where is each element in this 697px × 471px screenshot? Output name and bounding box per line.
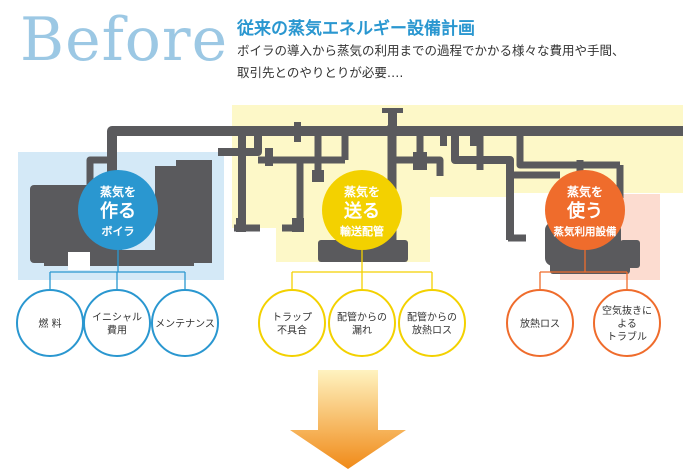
issue-circle bbox=[83, 289, 151, 357]
before-heading: Before bbox=[20, 5, 229, 75]
issue-label: トラップ bbox=[272, 312, 312, 324]
issue-circles: 燃 料イニシャル費用メンテナンストラップ不具合配管からの漏れ配管からの放熱ロス放… bbox=[16, 289, 661, 357]
stage-node-label: 送る bbox=[343, 200, 380, 222]
stage-node-label: 使う bbox=[566, 201, 603, 222]
issue-connectors bbox=[49, 240, 628, 290]
issue-item: 放熱ロス bbox=[506, 289, 574, 357]
stage-node-label: 蒸気利用設備 bbox=[554, 225, 617, 238]
issue-circle bbox=[593, 289, 661, 357]
issue-circle bbox=[258, 289, 326, 357]
issue-circle bbox=[506, 289, 574, 357]
issue-label: 空気抜きに bbox=[602, 304, 652, 317]
issue-label: よる bbox=[617, 318, 637, 330]
issue-circle bbox=[398, 289, 466, 357]
issue-label: 放熱ロス bbox=[412, 324, 452, 337]
issue-label: 費用 bbox=[107, 324, 127, 337]
issue-label: 配管からの bbox=[337, 311, 387, 324]
stage-node-label: 輸送配管 bbox=[340, 224, 384, 238]
stage-node-circle bbox=[545, 170, 625, 250]
stage-node-label: 蒸気を bbox=[567, 184, 603, 199]
stage-node-circle bbox=[322, 170, 402, 250]
issue-label: 漏れ bbox=[352, 325, 372, 337]
description-line-1: ボイラの導入から蒸気の利用までの過程でかかる様々な費用や手間、 bbox=[237, 43, 625, 58]
issue-label: 放熱ロス bbox=[520, 317, 560, 330]
page-title: 従来の蒸気エネルギー設備計画 bbox=[237, 19, 475, 39]
issue-label: イニシャル bbox=[92, 313, 142, 324]
issue-circle bbox=[328, 289, 396, 357]
issue-label: 配管からの bbox=[407, 311, 457, 324]
issue-label: 不具合 bbox=[277, 324, 307, 337]
stage-node-label: 作る bbox=[100, 200, 136, 222]
issue-label: トラブル bbox=[607, 330, 647, 343]
valve-fittings bbox=[236, 108, 477, 232]
description-line-2: 取引先とのやりとりが必要…. bbox=[237, 65, 404, 80]
page-description: ボイラの導入から蒸気の利用までの過程でかかる様々な費用や手間、 取引先とのやりと… bbox=[237, 40, 687, 84]
issue-item: 燃 料 bbox=[16, 289, 84, 357]
down-arrow-icon bbox=[290, 370, 406, 469]
stage-node-label: 蒸気を bbox=[100, 184, 136, 199]
issue-circle bbox=[151, 289, 219, 357]
issue-item: メンテナンス bbox=[151, 289, 219, 357]
transport-tank-illustration bbox=[318, 240, 408, 262]
stage-node-label: 蒸気を bbox=[344, 184, 380, 199]
stage-node-circle bbox=[78, 170, 158, 250]
issue-label: 燃 料 bbox=[38, 317, 61, 330]
issue-label: メンテナンス bbox=[155, 318, 215, 330]
stage-node-label: ボイラ bbox=[102, 224, 135, 238]
